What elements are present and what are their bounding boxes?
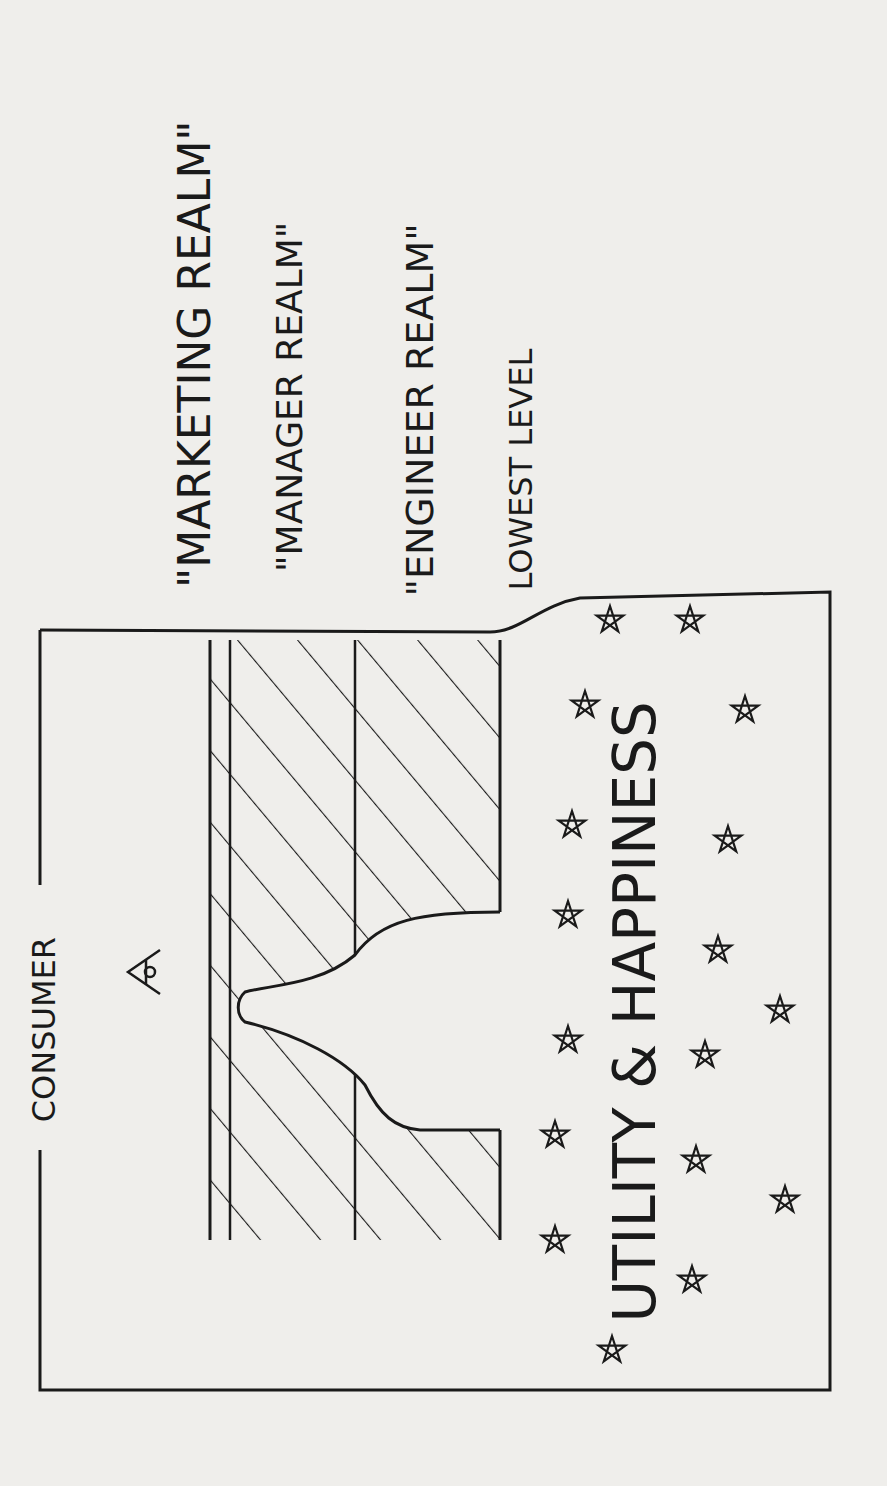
star bbox=[767, 996, 794, 1021]
band-line bbox=[354, 640, 357, 1240]
realm-label: "MARKETING REALM" bbox=[171, 120, 219, 588]
realm-band: "ENGINEER REALM" bbox=[355, 640, 500, 1240]
realm-label: LOWEST LEVEL bbox=[504, 348, 539, 590]
realm-label: "ENGINEER REALM" bbox=[399, 223, 441, 596]
star bbox=[555, 1026, 582, 1051]
ground-outline bbox=[39, 630, 42, 885]
region-label: UTILITY & HAPPINESS bbox=[603, 701, 667, 1322]
realm-band: LOWEST LEVELUTILITY & HAPPINESS bbox=[500, 600, 830, 1390]
figure-label: CONSUMER bbox=[27, 937, 62, 1122]
utility-well bbox=[238, 912, 500, 1130]
stars bbox=[542, 606, 799, 1361]
band-line bbox=[209, 640, 212, 1240]
star bbox=[599, 1336, 626, 1361]
utility-well bbox=[238, 912, 502, 1130]
star bbox=[679, 1266, 706, 1291]
star bbox=[542, 1226, 569, 1251]
star bbox=[555, 901, 582, 926]
star bbox=[572, 691, 599, 716]
star bbox=[597, 606, 624, 631]
star bbox=[677, 606, 704, 631]
realm-band: "MANAGER REALM" bbox=[230, 640, 355, 1240]
star bbox=[732, 696, 759, 721]
band-line bbox=[229, 640, 232, 1240]
realm-label: "MANAGER REALM" bbox=[270, 222, 310, 572]
star bbox=[683, 1146, 710, 1171]
star bbox=[692, 1041, 719, 1066]
star bbox=[559, 811, 586, 836]
realm-band: "MARKETING REALM" bbox=[210, 640, 230, 1240]
ground-outline bbox=[40, 592, 830, 1390]
star bbox=[772, 1186, 799, 1211]
star bbox=[715, 826, 742, 851]
star bbox=[705, 936, 732, 961]
star bbox=[542, 1121, 569, 1146]
consumer-figure bbox=[128, 950, 160, 994]
